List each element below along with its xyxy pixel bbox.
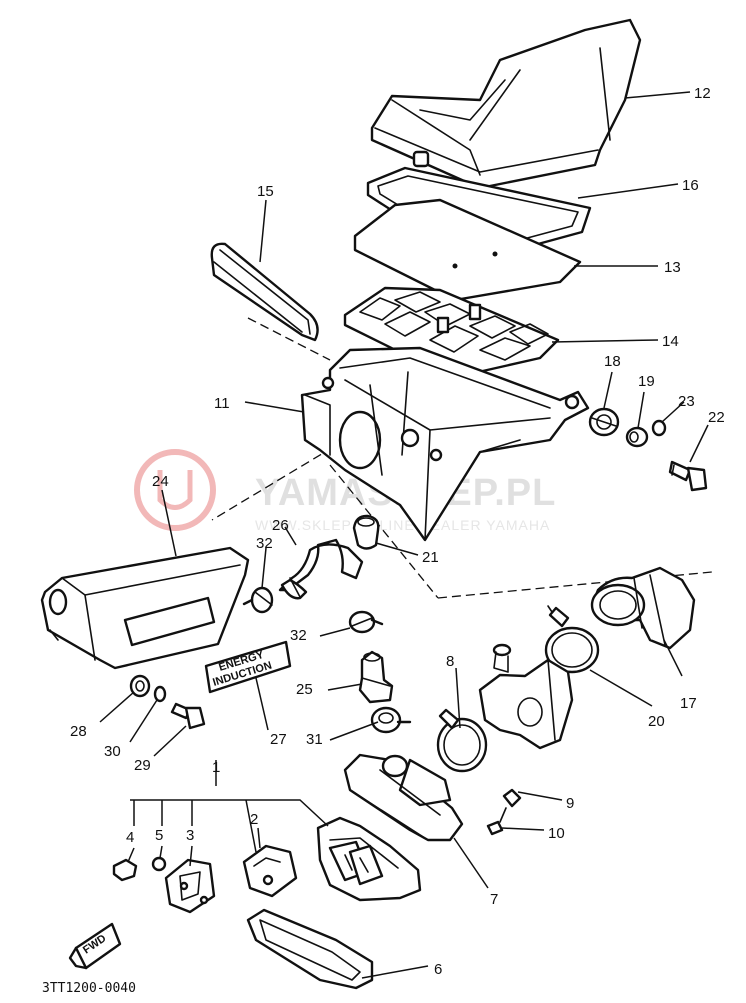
callout-1: 1 (212, 759, 220, 776)
callout-16: 16 (682, 177, 699, 194)
callout-27: 27 (270, 731, 287, 748)
forward-arrow-icon (68, 946, 88, 970)
part-side-cover-seal (210, 242, 319, 342)
part-energy-induction-chamber (40, 546, 250, 670)
callout-20: 20 (648, 713, 665, 730)
callout-15: 15 (257, 183, 274, 200)
part-filter-guide (343, 286, 560, 380)
part-air-cleaner-case (300, 346, 590, 542)
callout-26: 26 (272, 517, 289, 534)
part-energy-induction-label: ENERGY INDUCTION (204, 640, 292, 694)
callout-28: 28 (70, 723, 87, 740)
callout-14: 14 (662, 333, 679, 350)
callout-21: 21 (422, 549, 439, 566)
callout-10: 10 (548, 825, 565, 842)
callout-18: 18 (604, 353, 621, 370)
callout-32b: 32 (290, 627, 307, 644)
part-clip-31 (370, 706, 412, 734)
callout-3: 3 (186, 827, 194, 844)
part-washer-28 (129, 674, 151, 698)
part-seal-gasket (366, 166, 592, 264)
part-hose-clip-lower (348, 610, 384, 634)
part-hose (278, 538, 364, 600)
callout-29: 29 (134, 757, 151, 774)
watermark-sub-text: WWW.SKLEP ONLINE DEALER YAMAHA (255, 517, 550, 533)
callout-23: 23 (678, 393, 695, 410)
part-reed-stopper (242, 844, 298, 898)
part-intake-manifold (343, 753, 464, 842)
part-hose-clamp-20 (544, 605, 600, 674)
callout-13: 13 (664, 259, 681, 276)
leader-lines (99, 91, 709, 979)
part-air-box-cover (370, 18, 642, 190)
part-bolt-22 (668, 460, 708, 492)
part-reed-plate (164, 858, 216, 914)
watermark-logo-fork-icon (157, 470, 193, 510)
part-bolt-29 (170, 702, 206, 730)
callout-8: 8 (446, 653, 454, 670)
callout-6: 6 (434, 961, 442, 978)
callout-32a: 32 (256, 535, 273, 552)
part-drain-plug (352, 514, 380, 550)
part-washer-5 (151, 856, 167, 872)
callout-17: 17 (680, 695, 697, 712)
callout-9: 9 (566, 795, 574, 812)
part-manifold-gasket (246, 908, 374, 990)
part-screw-4 (112, 858, 138, 882)
watermark-logo-icon (134, 449, 216, 531)
callout-19: 19 (638, 373, 655, 390)
callout-12: 12 (694, 85, 711, 102)
callout-numbers: 12 16 13 14 15 11 18 19 23 22 24 26 32 2… (70, 85, 725, 978)
part-reed-valve-assembly (316, 816, 422, 902)
forward-direction-badge: FWD (68, 922, 122, 970)
callout-4: 4 (126, 829, 134, 846)
part-screw-9 (499, 788, 522, 823)
callout-7: 7 (490, 891, 498, 908)
part-carburetor-joint (590, 566, 696, 650)
callout-5: 5 (155, 827, 163, 844)
part-hose-clip-upper (242, 586, 274, 614)
part-check-valve (358, 650, 394, 704)
callout-24: 24 (152, 473, 169, 490)
callout-22: 22 (708, 409, 725, 426)
part-hose-clamp-8 (436, 708, 488, 773)
part-washer-30 (153, 685, 167, 703)
part-carburetor-body (478, 643, 574, 750)
part-washer-10 (486, 820, 504, 836)
callout-31: 31 (306, 731, 323, 748)
part-damper (588, 407, 620, 437)
callout-11: 11 (214, 395, 230, 412)
part-collar (625, 426, 649, 448)
part-washer (651, 419, 667, 437)
diagram-reference-code: 3TT1200-0040 (42, 981, 136, 996)
callout-30: 30 (104, 743, 121, 760)
callout-2: 2 (250, 811, 258, 828)
callout-25: 25 (296, 681, 313, 698)
